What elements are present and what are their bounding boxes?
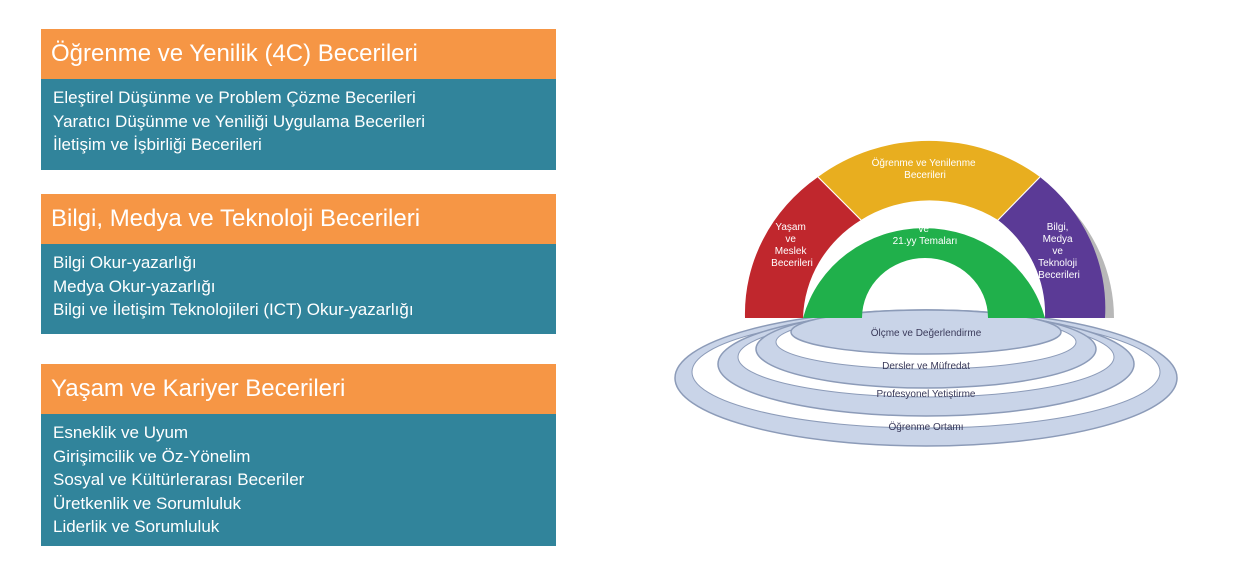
arch-right-line: Teknoloji	[1038, 258, 1077, 269]
ring-label-learning-environment: Öğrenme Ortamı	[888, 421, 963, 433]
outer-arch	[744, 140, 1106, 318]
arch-center-label: Temel Konular ve 21.yy Temaları	[892, 212, 959, 247]
information-media-technology-skills-block: Bilgi, Medya ve Teknoloji Becerileri Bil…	[41, 194, 556, 334]
arch-left-line: Meslek	[775, 246, 808, 257]
block-body: Bilgi Okur-yazarlığı Medya Okur-yazarlığ…	[41, 244, 556, 334]
block-title: Yaşam ve Kariyer Becerileri	[41, 364, 556, 414]
arch-core-subjects	[803, 228, 1045, 318]
support-rings	[674, 309, 1178, 447]
arch-left-line: ve	[785, 234, 796, 245]
list-item: Esneklik ve Uyum	[53, 423, 189, 442]
arch-top-line: Becerileri	[904, 170, 946, 181]
list-item: Yaratıcı Düşünme ve Yeniliği Uygulama Be…	[53, 111, 425, 131]
arch-left-line: Yaşam	[775, 222, 805, 233]
arch-learning-segment	[818, 140, 1040, 220]
arch-information-segment	[998, 177, 1106, 318]
arch-right-line: Bilgi,	[1047, 222, 1069, 233]
arch-center-line: Temel Konular	[892, 212, 957, 223]
block-body: Eleştirel Düşünme ve Problem Çözme Becer…	[41, 79, 556, 170]
arch-right-line: ve	[1052, 246, 1063, 257]
ring-label-curriculum: Dersler ve Müfredat	[882, 361, 970, 372]
arch-top-label: Öğrenme ve Yenilenme Becerileri	[872, 157, 979, 181]
block-body: Esneklik ve Uyum Girişimcilik ve Öz-Yöne…	[41, 414, 556, 546]
list-item: Eleştirel Düşünme ve Problem Çözme Becer…	[53, 88, 416, 107]
list-item: Sosyal ve Kültürlerarası Beceriler	[53, 470, 305, 489]
ring-assessment	[790, 309, 1062, 355]
list-item: Liderlik ve Sorumluluk	[53, 517, 220, 536]
list-item: Bilgi ve İletişim Teknolojileri (ICT) Ok…	[53, 300, 414, 319]
arch-center-line: ve	[918, 224, 929, 235]
block-title: Öğrenme ve Yenilik (4C) Becerileri	[41, 29, 556, 79]
ring-label-professional-development: Profesyonel Yetiştirme	[877, 389, 976, 400]
arch-right-label: Bilgi, Medya ve Teknoloji Becerileri	[1038, 222, 1080, 281]
ring-label-assessment: Ölçme ve Değerlendirme	[871, 327, 982, 339]
list-item: İletişim ve İşbirliği Becerileri	[53, 135, 262, 154]
arch-life-career-segment	[744, 177, 861, 318]
arch-left-label: Yaşam ve Meslek Becerileri	[771, 222, 813, 269]
life-career-skills-block: Yaşam ve Kariyer Becerileri Esneklik ve …	[41, 364, 556, 546]
arch-top-line: Öğrenme ve Yenilenme	[872, 157, 976, 169]
block-title: Bilgi, Medya ve Teknoloji Becerileri	[41, 194, 556, 244]
learning-innovation-skills-block: Öğrenme ve Yenilik (4C) Becerileri Eleşt…	[41, 29, 556, 170]
list-item: Bilgi Okur-yazarlığı	[53, 253, 197, 272]
list-item: Medya Okur-yazarlığı	[53, 276, 216, 296]
list-item: Üretkenlik ve Sorumluluk	[53, 493, 242, 513]
list-item: Girişimcilik ve Öz-Yönelim	[53, 446, 251, 466]
arch-left-line: Becerileri	[771, 258, 813, 269]
arch-center-line: 21.yy Temaları	[893, 236, 958, 247]
arch-right-line: Medya	[1043, 234, 1073, 245]
arch-right-line: Becerileri	[1038, 270, 1080, 281]
